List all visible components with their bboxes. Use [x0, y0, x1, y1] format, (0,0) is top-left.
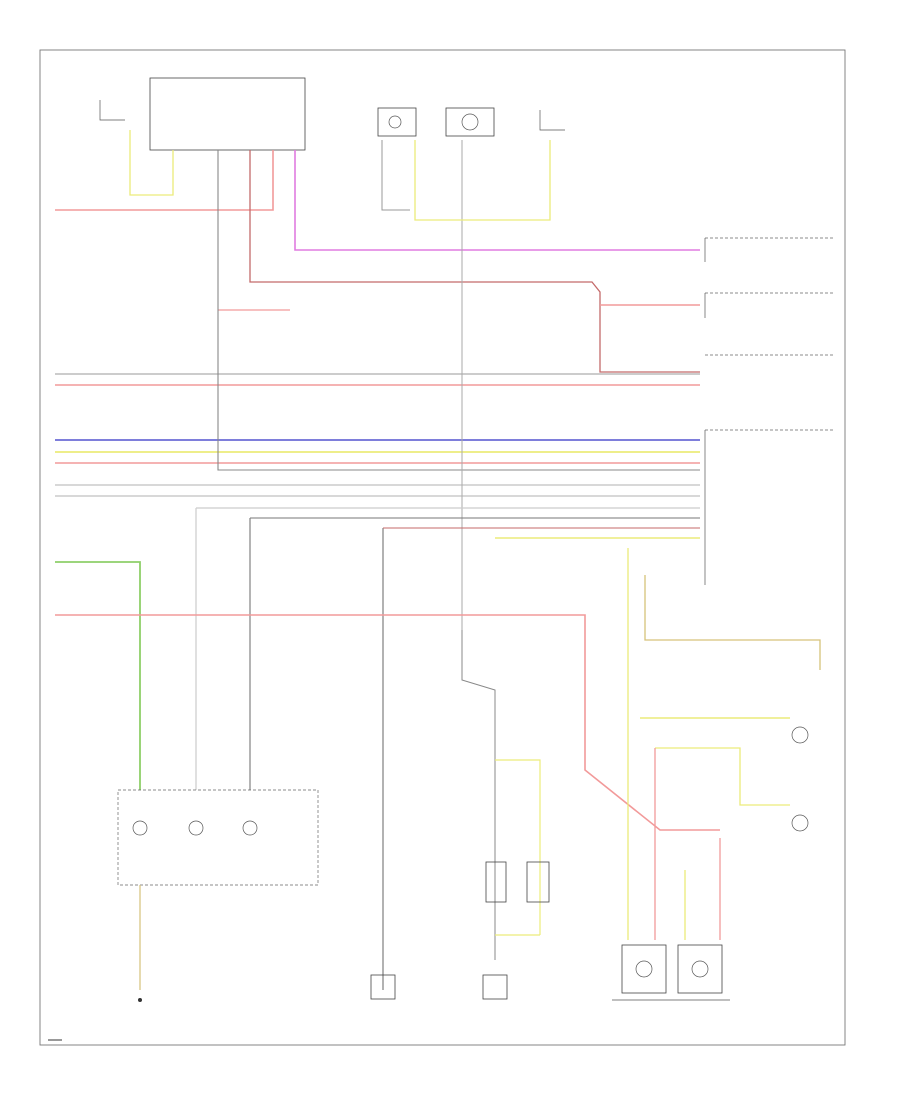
ground-symbols [138, 885, 508, 1002]
rear-lamp-left-box [621, 944, 667, 994]
wire-relay-yellow [129, 130, 174, 196]
tail-lamp-2 [188, 820, 204, 836]
wire-darkred [249, 150, 700, 373]
wire-lamp-1 [381, 140, 410, 211]
license-lamp-2 [526, 861, 550, 903]
wire-yellow-7 [495, 759, 541, 935]
rear-lamp-right-box [677, 944, 723, 994]
tail-lamp-3 [242, 820, 258, 836]
wire-lamp-2 [414, 140, 551, 221]
wire-gray-relay [217, 150, 700, 471]
relay-module-box [149, 77, 306, 151]
wire-yellow-5 [655, 747, 790, 806]
wire-red-long [55, 614, 720, 831]
side-lamp-2 [791, 814, 809, 832]
license-lamp-1 [485, 861, 507, 903]
left-rear-lamp-symbol [388, 115, 402, 129]
ground-1 [138, 998, 142, 1002]
right-rear-lamp-symbol [461, 113, 479, 131]
wire-tan-1 [644, 575, 821, 670]
left-rear-lamp-box [377, 107, 417, 137]
wire-green [55, 561, 141, 790]
ground-2 [370, 974, 396, 1000]
right-connectors [704, 237, 835, 585]
diagram-frame [39, 49, 846, 1046]
wire-red-top [55, 150, 274, 211]
ground-connector-left [99, 100, 125, 121]
right-tail-light-assembly [117, 789, 319, 886]
rear-lamp-right [691, 960, 709, 978]
tail-lamp-1 [132, 820, 148, 836]
wire-pink [294, 150, 700, 251]
wire-bundle [55, 130, 821, 990]
wire-center-low [461, 630, 496, 960]
rear-lamp-left [635, 960, 653, 978]
right-rear-lamp-box [445, 107, 495, 137]
ground-connector-right [539, 110, 565, 131]
ground-3 [482, 974, 508, 1000]
side-lamp-1 [791, 726, 809, 744]
